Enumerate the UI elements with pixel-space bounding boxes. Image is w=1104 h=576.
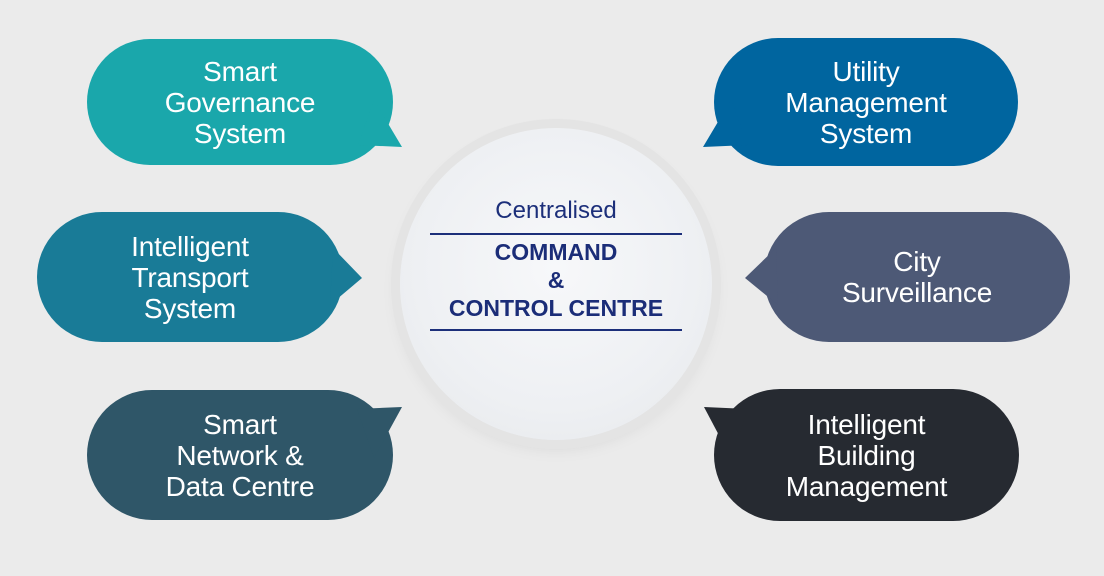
city-surveillance-bubble-tail bbox=[745, 248, 778, 305]
city-surveillance-bubble bbox=[745, 212, 1070, 342]
intelligent-building-line-2: Building bbox=[817, 439, 916, 471]
command-centre-title: COMMAND & CONTROL CENTRE bbox=[430, 238, 682, 322]
intelligent-transport-line-1: Intelligent bbox=[131, 230, 249, 262]
utility-management-line-2: Management bbox=[785, 86, 947, 118]
smart-network-line-3: Data Centre bbox=[165, 470, 315, 502]
smart-governance-line-1: Smart bbox=[203, 55, 277, 87]
control-centre-label: CONTROL CENTRE bbox=[448, 295, 664, 321]
intelligent-building-bubble-body bbox=[714, 389, 1019, 521]
intelligent-building-line-3: Management bbox=[785, 470, 948, 502]
smart-network-bubble-body bbox=[87, 390, 393, 520]
utility-management-line-3: System bbox=[819, 117, 913, 149]
smart-governance-line-2: Governance bbox=[164, 86, 316, 118]
intelligent-transport-bubble-tail bbox=[330, 248, 362, 305]
smart-governance-line-3: System bbox=[193, 117, 287, 149]
smart-governance-bubble-body bbox=[87, 39, 393, 165]
smart-network-bubble-tail bbox=[357, 407, 402, 458]
command-centre-circle bbox=[400, 128, 712, 440]
intelligent-building-text: Intelligent Building Management bbox=[714, 389, 1019, 521]
smart-governance-text: Smart Governance System bbox=[87, 39, 393, 165]
utility-management-bubble-body bbox=[714, 38, 1018, 166]
smart-governance-bubble-tail bbox=[358, 100, 402, 147]
smart-network-bubble bbox=[87, 390, 402, 520]
command-label: COMMAND bbox=[494, 239, 618, 265]
ampersand-label: & bbox=[547, 267, 565, 293]
city-surveillance-bubble-body bbox=[764, 212, 1070, 342]
intelligent-building-bubble bbox=[704, 389, 1019, 521]
smart-network-text: Smart Network & Data Centre bbox=[87, 390, 393, 520]
city-surveillance-text: City Surveillance bbox=[764, 212, 1070, 342]
intelligent-transport-text: Intelligent Transport System bbox=[37, 212, 343, 342]
city-surveillance-line-1: City bbox=[893, 246, 941, 277]
centralised-label: Centralised bbox=[495, 197, 617, 224]
utility-management-text: Utility Management System bbox=[714, 38, 1018, 166]
intelligent-transport-bubble bbox=[37, 212, 362, 342]
intelligent-transport-line-3: System bbox=[143, 292, 237, 324]
smart-network-line-2: Network & bbox=[176, 439, 304, 471]
intelligent-building-line-1: Intelligent bbox=[807, 408, 926, 440]
intelligent-transport-line-2: Transport bbox=[131, 261, 249, 293]
smart-network-line-1: Smart bbox=[203, 408, 277, 440]
intelligent-building-bubble-tail bbox=[704, 407, 748, 458]
city-surveillance-line-2: Surveillance bbox=[841, 277, 993, 308]
utility-management-line-1: Utility bbox=[832, 55, 900, 87]
utility-management-bubble bbox=[703, 38, 1018, 166]
center-bottom-rule bbox=[430, 329, 682, 331]
center-top-rule bbox=[430, 233, 682, 235]
smart-governance-bubble bbox=[87, 39, 402, 165]
intelligent-transport-bubble-body bbox=[37, 212, 343, 342]
utility-management-bubble-tail bbox=[703, 100, 748, 147]
